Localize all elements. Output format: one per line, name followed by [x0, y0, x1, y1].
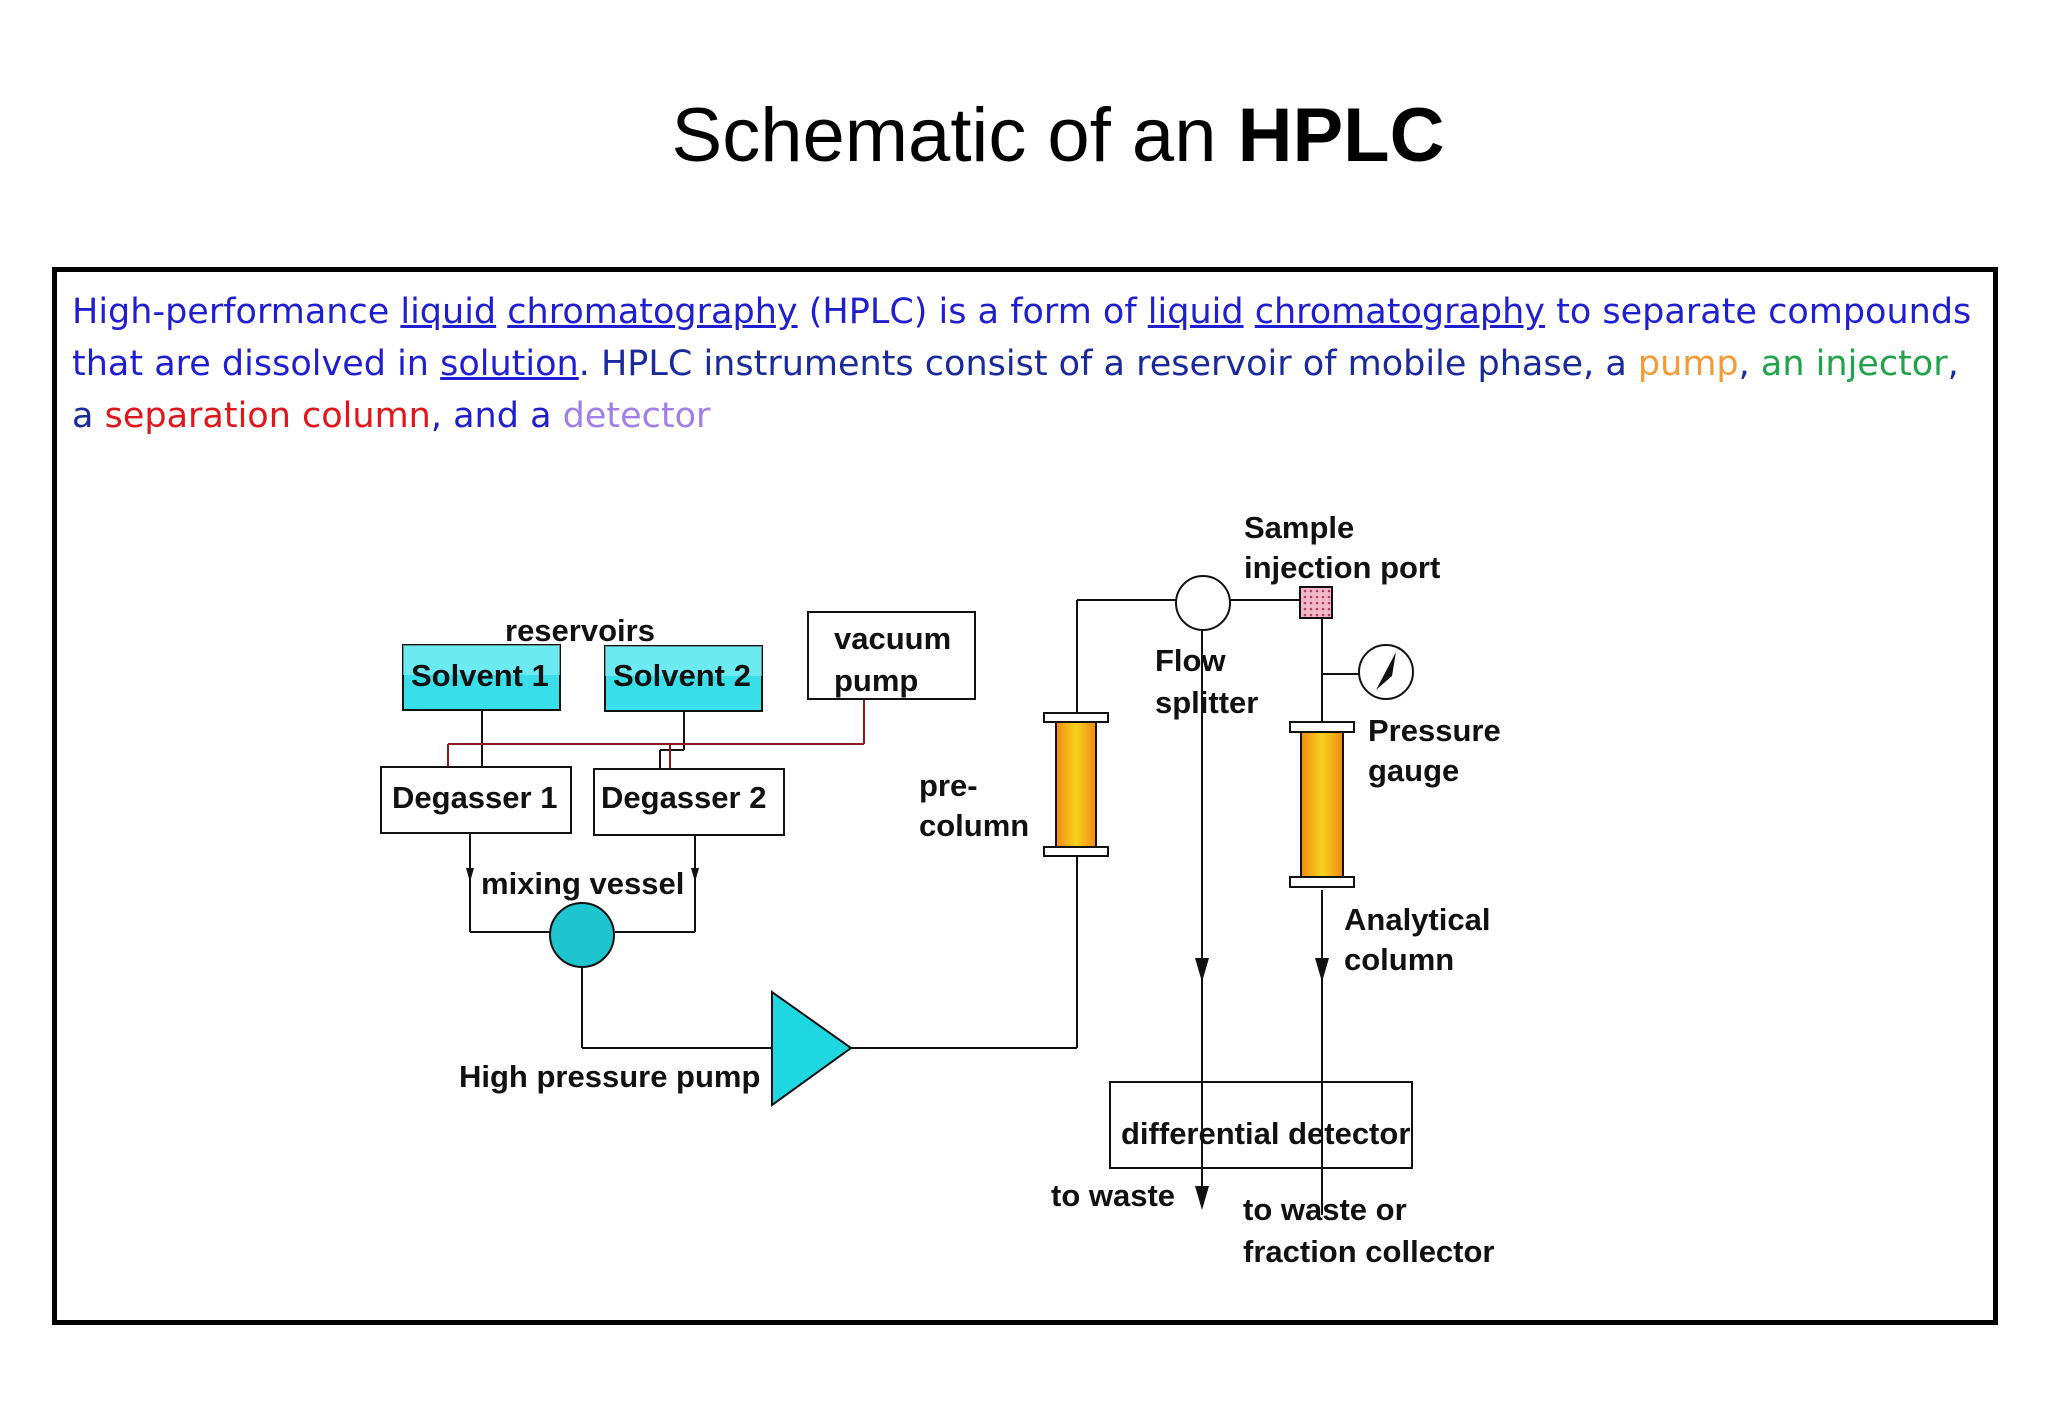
- solvent-1-reservoir: Solvent 1: [402, 644, 561, 711]
- label-sample: Sample: [1244, 510, 1354, 545]
- arrow-splitter-down: [1195, 958, 1209, 982]
- title-normal: Schematic of an: [671, 93, 1238, 178]
- desc-text-5: to separate compounds that are dissolved…: [72, 292, 1972, 384]
- label-to-waste-or: to waste or: [1243, 1192, 1407, 1227]
- label-pre: pre-: [919, 768, 978, 803]
- differential-detector: differential detector: [1109, 1081, 1413, 1169]
- vacuum-lines: [447, 700, 865, 768]
- label-injection-port: injection port: [1244, 550, 1440, 585]
- high-pressure-pump-triangle: [771, 990, 853, 1107]
- pre-column: pre- column: [919, 712, 1109, 857]
- desc-text-3: (HPLC) is a form of: [797, 292, 1148, 332]
- link-liquid-2[interactable]: liquid: [1147, 292, 1244, 332]
- link-liquid-1[interactable]: liquid: [400, 292, 497, 332]
- description-paragraph: High-performance liquid chromatography (…: [72, 286, 1972, 442]
- desc-text-6: . HPLC instruments consist of a reservoi…: [578, 344, 1638, 384]
- label-high-pressure-pump: High pressure pump: [459, 1059, 760, 1094]
- link-chromatography-2[interactable]: chromatography: [1254, 292, 1546, 332]
- label-gauge: gauge: [1368, 753, 1459, 788]
- flow-arrows: [466, 868, 1329, 1210]
- arrow-column-down: [1315, 958, 1329, 982]
- desc-text-7: ,: [1738, 344, 1761, 384]
- label-solvent-2: Solvent 2: [613, 658, 751, 693]
- label-vacuum: vacuum: [834, 621, 951, 656]
- desc-text-8: , a: [72, 344, 1959, 436]
- label-degasser-2: Degasser 2: [601, 780, 766, 815]
- label-pressure: Pressure: [1368, 713, 1501, 748]
- degasser-1-box: Degasser 1: [380, 766, 572, 834]
- label-analytical: Analytical: [1344, 902, 1490, 937]
- desc-text-1: High-performance: [72, 292, 401, 332]
- desc-detector: detector: [562, 396, 711, 436]
- label-differential-detector: differential detector: [1121, 1116, 1410, 1151]
- label-column: column: [919, 808, 1029, 843]
- label-fraction-collector: fraction collector: [1243, 1234, 1495, 1269]
- arrow-degasser2-down: [691, 868, 699, 882]
- degasser-2-box: Degasser 2: [593, 768, 785, 836]
- desc-separation-column: separation column: [104, 396, 431, 436]
- label-analytical-column: column: [1344, 942, 1454, 977]
- label-mixing-vessel: mixing vessel: [481, 866, 684, 901]
- desc-pump: pump: [1637, 344, 1739, 384]
- title-bold: HPLC: [1237, 93, 1445, 178]
- label-flow: Flow: [1155, 643, 1226, 678]
- label-to-waste: to waste: [1051, 1178, 1175, 1213]
- analytical-column: Analytical column: [1289, 721, 1490, 977]
- label-solvent-1: Solvent 1: [411, 658, 549, 693]
- vacuum-pump-box: vacuum pump: [807, 611, 976, 700]
- label-degasser-1: Degasser 1: [392, 780, 557, 815]
- sample-injection-port: Sample injection port: [1244, 510, 1440, 619]
- label-pump: pump: [834, 663, 918, 698]
- arrow-degasser1-down: [466, 868, 474, 882]
- link-chromatography-1[interactable]: chromatography: [507, 292, 798, 332]
- label-splitter: splitter: [1155, 685, 1258, 720]
- link-solution[interactable]: solution: [440, 344, 579, 384]
- tubing-lines: [469, 599, 1360, 1215]
- mixing-vessel-circle: [549, 902, 615, 968]
- desc-injector: an injector: [1760, 344, 1948, 384]
- label-reservoirs: reservoirs: [505, 613, 655, 648]
- pressure-gauge: Pressure gauge: [1358, 644, 1501, 788]
- desc-text-9: , and a: [430, 396, 563, 436]
- flow-splitter: Flow splitter: [1155, 575, 1258, 720]
- arrow-to-waste: [1195, 1186, 1209, 1210]
- content-box: [52, 267, 1998, 1325]
- solvent-2-reservoir: Solvent 2: [604, 645, 763, 712]
- slide-title: Schematic of an HPLC: [0, 92, 2048, 179]
